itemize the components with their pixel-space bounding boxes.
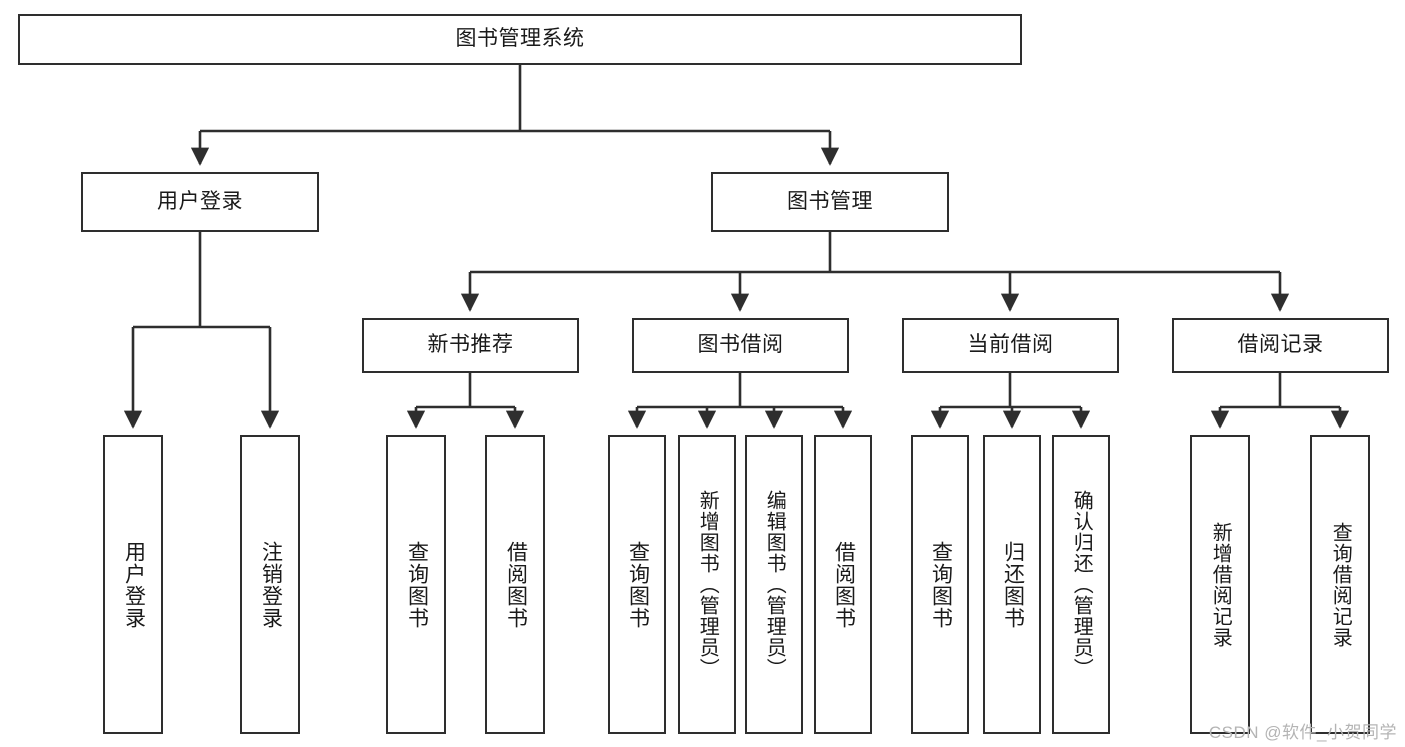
node-borrow-record[interactable]: 借阅记录	[1172, 318, 1389, 373]
leaf-user-logout[interactable]: 注销登录	[240, 435, 300, 734]
leaf-query-book-1[interactable]: 查询图书	[386, 435, 446, 734]
leaf-borrow-book-2-label: 借阅图书	[832, 540, 856, 629]
node-user-login[interactable]: 用户登录	[81, 172, 319, 232]
leaf-query-book-3[interactable]: 查询图书	[911, 435, 969, 734]
leaf-borrow-book-2[interactable]: 借阅图书	[814, 435, 872, 734]
leaf-user-login-label: 用户登录	[122, 540, 146, 629]
node-root-label: 图书管理系统	[455, 27, 585, 51]
leaf-query-book-1-label: 查询图书	[405, 540, 429, 629]
leaf-query-record-label: 查询借阅记录	[1329, 521, 1352, 648]
node-book-borrow[interactable]: 图书借阅	[632, 318, 849, 373]
leaf-borrow-book-1-label: 借阅图书	[504, 540, 528, 629]
leaf-borrow-book-1[interactable]: 借阅图书	[485, 435, 545, 734]
leaf-add-record[interactable]: 新增借阅记录	[1190, 435, 1250, 734]
node-root[interactable]: 图书管理系统	[18, 14, 1022, 65]
leaf-confirm-return[interactable]: 确认归还（管理员）	[1052, 435, 1110, 734]
node-book-manage[interactable]: 图书管理	[711, 172, 949, 232]
node-user-login-label: 用户登录	[157, 189, 243, 213]
node-current-borrow-label: 当前借阅	[967, 333, 1054, 357]
node-borrow-record-label: 借阅记录	[1237, 333, 1324, 357]
leaf-return-book[interactable]: 归还图书	[983, 435, 1041, 734]
node-book-manage-label: 图书管理	[787, 189, 873, 213]
leaf-return-book-label: 归还图书	[1001, 540, 1025, 629]
leaf-query-book-2[interactable]: 查询图书	[608, 435, 666, 734]
node-new-book-recommend[interactable]: 新书推荐	[362, 318, 579, 373]
leaf-user-login[interactable]: 用户登录	[103, 435, 163, 734]
leaf-edit-book[interactable]: 编辑图书（管理员）	[745, 435, 803, 734]
leaf-query-record[interactable]: 查询借阅记录	[1310, 435, 1370, 734]
leaf-edit-book-label: 编辑图书（管理员）	[763, 490, 786, 679]
leaf-add-record-label: 新增借阅记录	[1209, 521, 1232, 648]
node-current-borrow[interactable]: 当前借阅	[902, 318, 1119, 373]
leaf-confirm-return-label: 确认归还（管理员）	[1070, 490, 1093, 679]
leaf-add-book-label: 新增图书（管理员）	[696, 490, 719, 679]
leaf-user-logout-label: 注销登录	[259, 540, 283, 629]
leaf-query-book-2-label: 查询图书	[626, 540, 650, 629]
leaf-query-book-3-label: 查询图书	[929, 540, 953, 629]
node-new-book-recommend-label: 新书推荐	[427, 333, 514, 357]
leaf-add-book[interactable]: 新增图书（管理员）	[678, 435, 736, 734]
node-book-borrow-label: 图书借阅	[697, 333, 784, 357]
